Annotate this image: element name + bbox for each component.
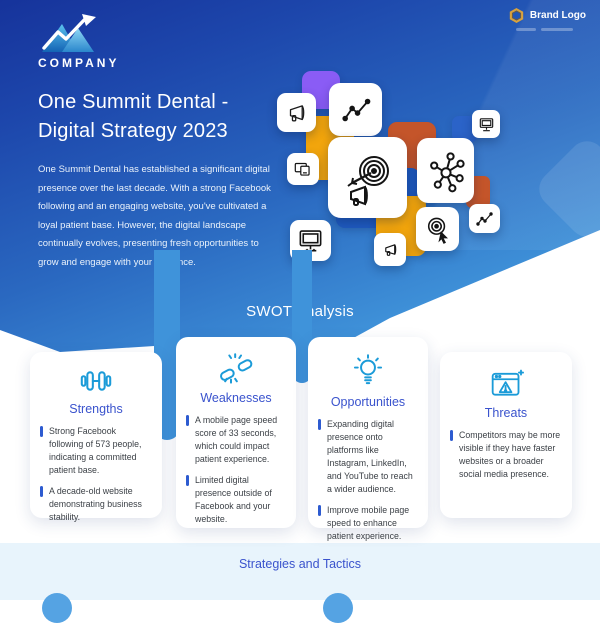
list-item: Limited digital presence outside of Face… [186,474,286,526]
strategy-card-circle-icon [42,593,72,623]
network-icon [429,151,465,192]
swot-card-weaknesses: Weaknesses A mobile page speed score of … [176,337,296,528]
target-cursor-tile [416,207,459,251]
megaphone-icon [384,244,396,256]
hero-section: COMPANY Brand Logo One Summit Dental - D… [0,0,600,352]
company-name: COMPANY [38,56,120,70]
bullet-marker [186,415,189,426]
swot-card-threats: Threats Competitors may be more visible … [440,352,572,518]
card-items: A mobile page speed score of 33 seconds,… [186,414,286,526]
mountain-logo-icon [42,14,96,52]
megaphone-small-tile [374,233,406,266]
list-item: Strong Facebook following of 573 people,… [40,425,152,477]
dumbbell-icon [40,366,152,396]
chart-tile [329,83,382,136]
page-title: One Summit Dental - Digital Strategy 202… [38,91,229,142]
hexagon-logo-icon [509,8,524,23]
list-item: A mobile page speed score of 33 seconds,… [186,414,286,466]
broken-link-icon [186,351,286,385]
monitor-small-tile [472,110,500,138]
card-items: Expanding digital presence onto platform… [318,418,418,543]
list-item: A decade-old website demonstrating busin… [40,485,152,524]
brand-logo-label: Brand Logo [529,10,586,21]
monitor-icon [479,117,493,131]
line-chart-icon [476,211,493,226]
brand-logo: Brand Logo [509,8,586,31]
card-title: Threats [484,406,528,420]
card-title: Strengths [69,402,123,416]
megaphone-tile [277,93,316,132]
strategies-heading: Strategies and Tactics [238,557,362,571]
company-logo: COMPANY [38,12,158,70]
strategies-section: Strategies and Tactics [0,543,600,623]
card-items: Competitors may be more visible if they … [450,429,562,481]
target-cursor-icon [427,217,448,244]
line-chart-icon [341,98,370,121]
megaphone-icon [289,104,304,121]
devices-icon [294,162,310,176]
swot-card-strengths: Strengths Strong Facebook following of 5… [30,352,162,522]
card-title: Opportunities [330,395,406,409]
blue-gap-shape [292,250,312,383]
strategy-card-circle-icon [323,593,353,623]
bullet-marker [450,430,453,441]
list-item: Expanding digital presence onto platform… [318,418,418,496]
warning-browser-icon [450,366,562,400]
target-megaphone-tile [328,137,407,218]
swot-card-opportunities: Opportunities Expanding digital presence… [308,337,428,541]
chart-small-tile [469,204,500,233]
card-title: Weaknesses [200,391,272,405]
list-item: Improve mobile page speed to enhance pat… [318,504,418,543]
lightbulb-icon [318,351,418,389]
brand-logo-bars [509,28,580,31]
card-items: Strong Facebook following of 573 people,… [40,425,152,524]
bullet-marker [40,486,43,497]
bullet-marker [318,419,321,430]
network-tile [417,138,474,203]
target-megaphone-icon [346,155,389,206]
list-item: Competitors may be more visible if they … [450,429,562,481]
bullet-marker [318,505,321,516]
bullet-marker [186,475,189,486]
bullet-marker [40,426,43,437]
devices-tile [287,153,319,185]
hero-description: One Summit Dental has established a sign… [38,164,271,268]
